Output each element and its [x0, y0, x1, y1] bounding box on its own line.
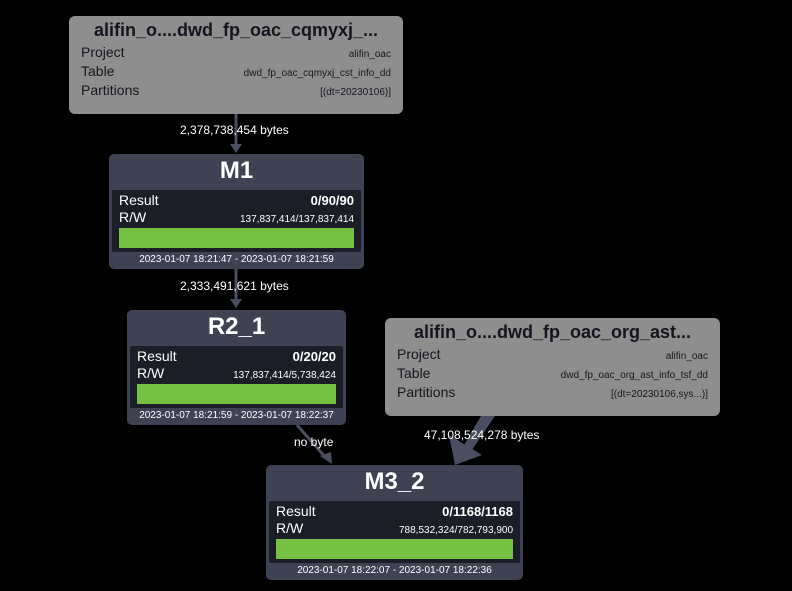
task-title: M3_2 [364, 468, 425, 495]
table-row: Table dwd_fp_oac_cqmyxj_cst_info_dd [81, 63, 391, 82]
rw-label: R/W [137, 365, 165, 381]
edge-arrow-table2-m32 [449, 435, 482, 465]
edge-line-r21-m32 [295, 424, 328, 459]
project-row: Project alifin_oac [397, 346, 708, 365]
progress-bar [276, 539, 513, 559]
rw-row: R/W 137,837,414/137,837,414 [119, 209, 354, 226]
result-value: 0/20/20 [292, 349, 336, 364]
rw-label: R/W [119, 209, 147, 225]
table-node-title: alifin_o....dwd_fp_oac_org_ast... [413, 322, 692, 342]
progress-fill [119, 228, 354, 248]
progress-fill [137, 384, 336, 404]
progress-bar [119, 228, 354, 248]
partitions-label: Partitions [81, 82, 140, 98]
result-value: 0/90/90 [310, 193, 354, 208]
rw-value: 788,532,324/782,793,900 [399, 525, 513, 536]
edge-thick-table2-m32 [464, 416, 495, 450]
result-label: Result [276, 503, 316, 519]
edge-label-table2-m32: 47,108,524,278 bytes [424, 428, 540, 442]
edge-arrow-m1-r21 [230, 299, 242, 308]
partitions-row: Partitions [(dt=20230106)] [81, 82, 391, 101]
project-value: alifin_oac [665, 351, 708, 362]
rw-value: 137,837,414/137,837,414 [240, 214, 354, 225]
project-value: alifin_oac [348, 49, 391, 60]
rw-value: 137,837,414/5,738,424 [233, 370, 336, 381]
task-stats: Result 0/90/90 R/W 137,837,414/137,837,4… [112, 190, 361, 252]
task-stats: Result 0/20/20 R/W 137,837,414/5,738,424 [130, 346, 343, 408]
result-label: Result [137, 348, 177, 364]
table-value: dwd_fp_oac_cqmyxj_cst_info_dd [243, 68, 391, 79]
task-node-m1[interactable]: M1 Result 0/90/90 R/W 137,837,414/137,83… [109, 154, 364, 269]
task-node-m3-2[interactable]: M3_2 Result 0/1168/1168 R/W 788,532,324/… [266, 465, 523, 580]
project-label: Project [397, 346, 441, 362]
edge-label-r21-m32: no byte [294, 435, 334, 449]
table-node-org-ast[interactable]: alifin_o....dwd_fp_oac_org_ast... Projec… [385, 318, 720, 416]
result-value: 0/1168/1168 [442, 504, 513, 519]
task-time-range: 2023-01-07 18:21:59 - 2023-01-07 18:22:3… [139, 410, 334, 421]
project-row: Project alifin_oac [81, 44, 391, 63]
task-title: M1 [219, 157, 254, 184]
partitions-label: Partitions [397, 384, 456, 400]
partitions-row: Partitions [(dt=20230106,sys...)] [397, 384, 708, 403]
edge-label-table1-m1: 2,378,738,454 bytes [180, 123, 289, 137]
table-label: Table [81, 63, 115, 79]
rw-row: R/W 788,532,324/782,793,900 [276, 520, 513, 537]
progress-bar [137, 384, 336, 404]
result-row: Result 0/1168/1168 [276, 503, 513, 520]
progress-fill [276, 539, 513, 559]
table-label: Table [397, 365, 431, 381]
edge-arrow-r21-m32 [320, 452, 332, 464]
table-node-cqmyxj[interactable]: alifin_o....dwd_fp_oac_cqmyxj_... Projec… [69, 16, 403, 114]
partitions-value: [(dt=20230106)] [320, 87, 391, 98]
project-label: Project [81, 44, 125, 60]
task-node-r2-1[interactable]: R2_1 Result 0/20/20 R/W 137,837,414/5,73… [127, 310, 346, 425]
edge-arrow-table1-m1 [230, 144, 242, 153]
task-time-range: 2023-01-07 18:22:07 - 2023-01-07 18:22:3… [297, 565, 492, 576]
table-row: Table dwd_fp_oac_org_ast_info_tsf_dd [397, 365, 708, 384]
task-time-range: 2023-01-07 18:21:47 - 2023-01-07 18:21:5… [139, 254, 334, 265]
rw-label: R/W [276, 520, 304, 536]
table-node-title: alifin_o....dwd_fp_oac_cqmyxj_... [93, 20, 379, 40]
table-value: dwd_fp_oac_org_ast_info_tsf_dd [560, 370, 708, 381]
result-row: Result 0/20/20 [137, 348, 336, 365]
task-stats: Result 0/1168/1168 R/W 788,532,324/782,7… [269, 501, 520, 563]
edge-label-m1-r21: 2,333,491,621 bytes [180, 279, 289, 293]
rw-row: R/W 137,837,414/5,738,424 [137, 365, 336, 382]
partitions-value: [(dt=20230106,sys...)] [610, 389, 708, 400]
task-title: R2_1 [207, 313, 266, 340]
result-row: Result 0/90/90 [119, 192, 354, 209]
result-label: Result [119, 192, 159, 208]
